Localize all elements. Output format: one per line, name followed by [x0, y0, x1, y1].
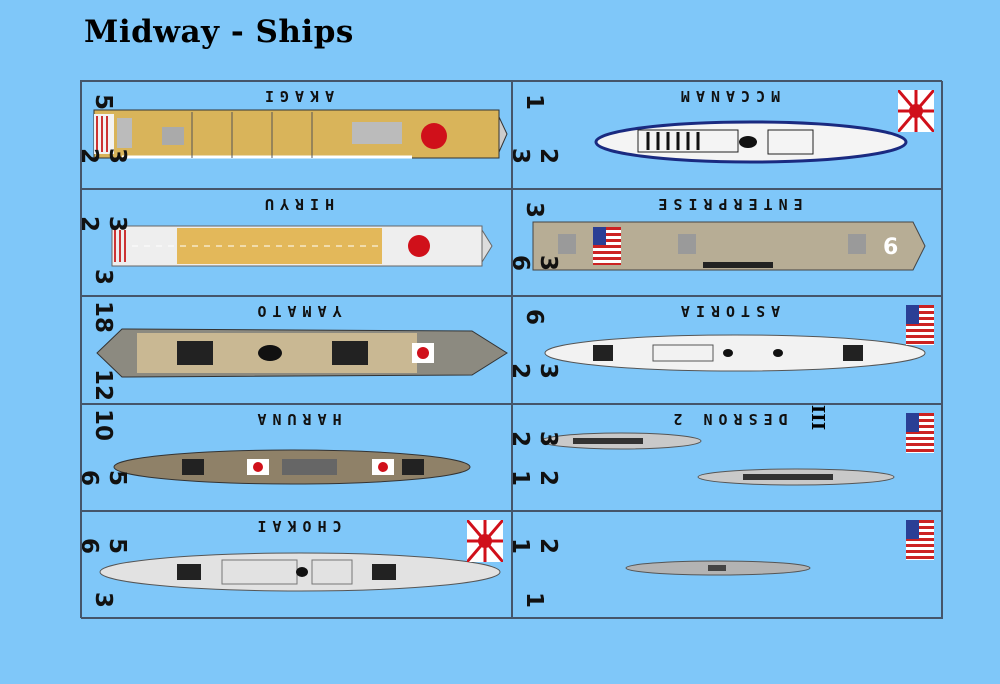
stat-top: 18: [90, 301, 116, 334]
counter-desron-2[interactable]: III DESRON 2 3 2 2 1: [512, 403, 943, 512]
counter-akagi[interactable]: AKAGI 5 3 2: [81, 81, 512, 189]
stat-bottom: 2 3: [513, 147, 561, 164]
ship-name: YAMATO: [251, 302, 342, 321]
stat-bottom: 2 1: [513, 470, 561, 487]
counter-haruna[interactable]: HARUNA 10 5 6: [81, 403, 512, 512]
rising-sun-flag-icon: [898, 90, 934, 132]
stat-bottom: 3: [90, 269, 116, 286]
ship-name: CHOKAI: [251, 517, 342, 536]
counter-yamato[interactable]: YAMATO 18 12: [81, 296, 512, 404]
stat-top: 2 1: [513, 538, 561, 555]
rising-sun-flag-icon: [467, 520, 503, 563]
ship-name: HIRYU: [258, 194, 335, 213]
stat-bottom: 3 2: [513, 362, 561, 379]
stat-top: 3 2: [82, 215, 130, 232]
carrier-hiryu-icon: [111, 225, 493, 267]
ship-name: HARUNA: [251, 409, 342, 428]
battleship-yamato-icon: [96, 328, 508, 378]
battleship-haruna-icon: [113, 449, 471, 485]
carrier-akagi-icon: [93, 109, 508, 159]
stat-top: 5 6: [82, 538, 130, 555]
stat-bottom: 1: [521, 591, 547, 608]
carrier-enterprise-icon: 6: [532, 221, 926, 271]
ship-name: MCCANAM: [674, 87, 781, 105]
ship-name: ENTERPRISE: [652, 194, 803, 213]
page-title: Midway - Ships: [84, 14, 354, 50]
stat-bottom: 12: [90, 368, 116, 401]
ship-counter-sheet: AKAGI 5 3 2 MCCANAM 1 2 3: [80, 80, 943, 619]
us-flag-icon: [593, 226, 621, 265]
stat-top: 6: [521, 309, 547, 326]
stat-bottom: 3 6: [513, 255, 561, 272]
counter-enterprise[interactable]: 6 ENTERPRISE 3 3 6: [512, 188, 943, 297]
submarine-icon: [625, 560, 811, 576]
ship-name: AKAGI: [258, 87, 335, 105]
cruiser-astoria-icon: [544, 334, 926, 372]
us-flag-icon: [906, 412, 934, 453]
counter-hiryu[interactable]: HIRYU 3 2 3: [81, 188, 512, 297]
stat-top: 1: [521, 93, 547, 110]
us-flag-icon: [906, 520, 934, 561]
ship-name: DESRON 2: [667, 409, 788, 428]
stat-top: 3 2: [513, 430, 561, 447]
counter-mccanam[interactable]: MCCANAM 1 2 3: [512, 81, 943, 189]
counter-chokai[interactable]: CHOKAI 5 6 3: [81, 511, 512, 619]
destroyer-squadron-icon: [540, 432, 895, 486]
stat-bottom: 5 6: [82, 470, 130, 487]
stat-top: 10: [90, 408, 116, 441]
stat-top: 5: [90, 93, 116, 110]
cruiser-chokai-icon: [99, 552, 501, 592]
us-flag-icon: [906, 305, 934, 346]
stat-top: 3: [521, 201, 547, 218]
svg-text:6: 6: [883, 235, 898, 260]
counter-astoria[interactable]: ASTORIA 6 3 2: [512, 296, 943, 404]
counter-submarine[interactable]: 2 1 1: [512, 511, 943, 619]
stat-bottom: 3: [90, 591, 116, 608]
stat-bottom: 3 2: [82, 147, 130, 164]
ship-mccanam-icon: [594, 120, 908, 164]
ship-name: ASTORIA: [674, 302, 781, 321]
